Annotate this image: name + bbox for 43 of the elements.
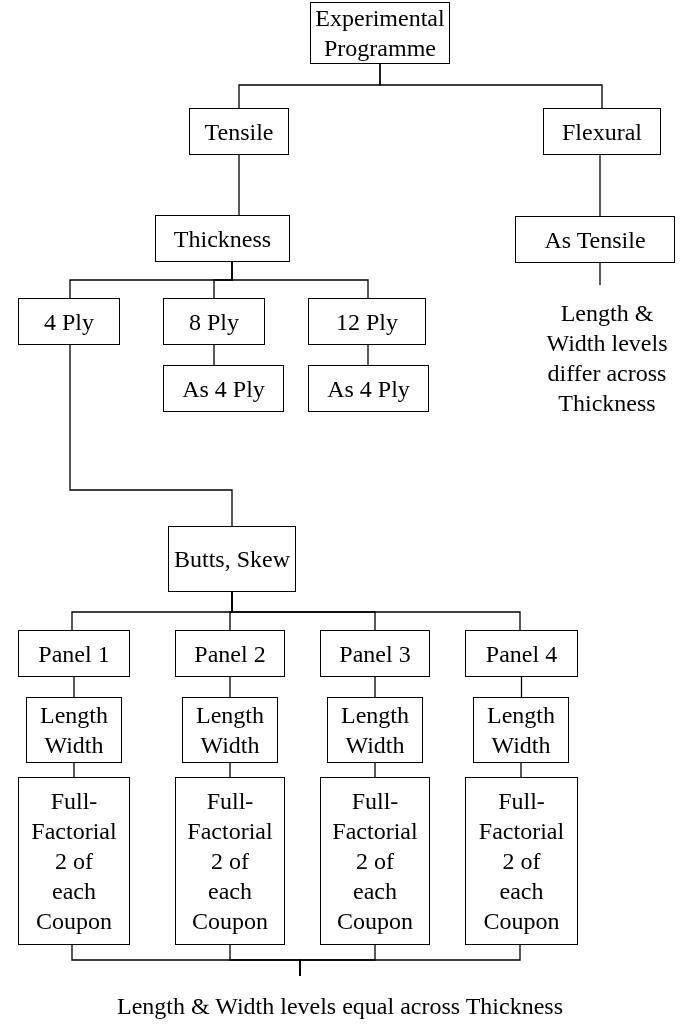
connector-line: [229, 676, 231, 698]
connector-line: [374, 676, 376, 698]
process-box: Tensile: [189, 108, 289, 155]
process-box: Panel 3: [320, 630, 430, 677]
text-label: Length & Width levels equal across Thickness: [95, 976, 585, 1036]
process-box: Full-Factorial 2 of each Coupon: [465, 777, 578, 945]
connector-line: [238, 154, 240, 216]
process-box: Length Width: [26, 697, 122, 763]
process-box: 8 Ply: [163, 298, 265, 345]
process-box: Flexural: [543, 108, 661, 155]
connector-line: [520, 762, 522, 778]
connector-line: [69, 344, 233, 527]
process-box: Length Width: [182, 697, 278, 763]
process-box: Panel 2: [175, 630, 285, 677]
connector-line: [379, 63, 603, 109]
connector-line: [73, 762, 75, 778]
connector-line: [231, 591, 521, 631]
process-box: Length Width: [327, 697, 423, 763]
connector-line: [520, 676, 523, 698]
process-box: Full-Factorial 2 of each Coupon: [175, 777, 285, 945]
process-box: As 4 Ply: [308, 365, 429, 412]
connector-line: [213, 344, 215, 366]
connector-line: [599, 262, 601, 286]
process-box: As Tensile: [515, 216, 675, 263]
connector-line: [229, 762, 231, 778]
text-label: Length & Width levels differ across Thickness: [532, 285, 682, 430]
process-box: 12 Ply: [308, 298, 426, 345]
connector-line: [374, 762, 376, 778]
process-box: Butts, Skew: [168, 526, 296, 592]
connector-line: [299, 944, 521, 977]
process-box: 4 Ply: [18, 298, 120, 345]
connector-line: [599, 154, 601, 217]
connector-line: [73, 676, 75, 698]
process-box: Experimental Programme: [310, 2, 450, 64]
process-box: Panel 1: [18, 630, 130, 677]
process-box: Panel 4: [465, 630, 578, 677]
process-box: Full-Factorial 2 of each Coupon: [18, 777, 130, 945]
process-box: Full-Factorial 2 of each Coupon: [320, 777, 430, 945]
process-box: As 4 Ply: [163, 365, 284, 412]
connector-line: [231, 261, 369, 299]
process-box: Thickness: [155, 215, 290, 262]
process-box: Length Width: [473, 697, 569, 763]
connector-line: [367, 344, 369, 366]
